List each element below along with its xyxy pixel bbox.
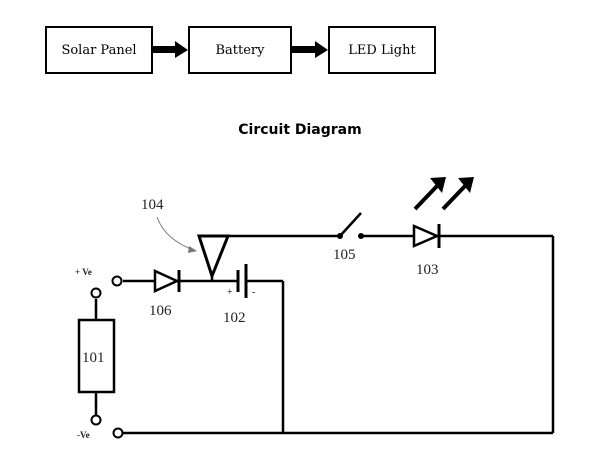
label-neg-ve: -Ve bbox=[77, 430, 90, 440]
label-104: 104 bbox=[141, 197, 164, 213]
terminal-pos-bottom bbox=[90, 287, 102, 299]
terminal-neg-right bbox=[112, 427, 124, 439]
led-103 bbox=[412, 224, 441, 248]
block-battery-label: Battery bbox=[215, 42, 265, 58]
label-pos-ve: + Ve bbox=[75, 267, 92, 277]
terminal-neg-top bbox=[90, 414, 102, 426]
block-solar-panel-label: Solar Panel bbox=[61, 42, 137, 58]
block-battery: Battery bbox=[188, 26, 292, 74]
label-battery-minus: - bbox=[252, 287, 255, 298]
switch-contact-left bbox=[337, 233, 343, 239]
switch-blade bbox=[339, 212, 362, 237]
block-arrow-2 bbox=[292, 41, 328, 58]
label-106: 106 bbox=[149, 303, 172, 319]
terminal-pos-right bbox=[111, 275, 123, 287]
transistor-104 bbox=[196, 234, 231, 281]
battery-102 bbox=[236, 264, 248, 298]
label-103: 103 bbox=[416, 262, 439, 278]
block-led-light-label: LED Light bbox=[348, 42, 416, 58]
light-emission-arrows bbox=[413, 177, 474, 211]
switch-contact-right bbox=[358, 233, 364, 239]
label-battery-plus: + bbox=[227, 287, 233, 298]
diode-106 bbox=[153, 269, 181, 293]
block-solar-panel: Solar Panel bbox=[45, 26, 153, 74]
label-102: 102 bbox=[223, 310, 246, 326]
block-led-light: LED Light bbox=[328, 26, 436, 74]
label-105: 105 bbox=[333, 247, 356, 263]
circuit-diagram-heading: Circuit Diagram bbox=[238, 122, 362, 138]
block-arrow-1 bbox=[153, 41, 188, 58]
pointer-arrow-104 bbox=[156, 216, 197, 253]
solar-panel-component bbox=[77, 318, 116, 394]
label-101: 101 bbox=[82, 350, 105, 366]
